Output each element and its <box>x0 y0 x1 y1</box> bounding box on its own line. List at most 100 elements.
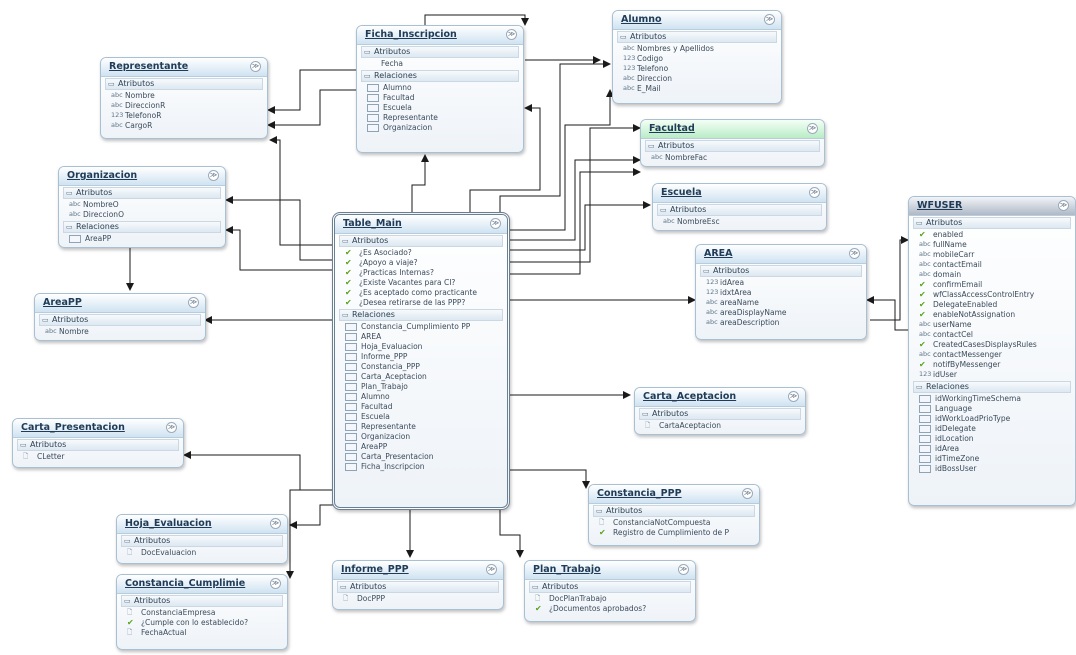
section-header[interactable]: ▭Atributos <box>121 535 283 547</box>
property-row[interactable]: Constancia_PPP <box>345 362 507 372</box>
property-row[interactable]: Informe_PPP <box>345 352 507 362</box>
entity-hoja[interactable]: Hoja_Evaluacion≫▭Atributos🗋DocEvaluacion <box>116 514 288 564</box>
section-collapse-icon[interactable]: ▭ <box>364 72 371 80</box>
property-row[interactable]: 🗋ConstanciaEmpresa <box>127 608 287 618</box>
entity-constppp[interactable]: Constancia_PPP≫▭Atributos🗋ConstanciaNotC… <box>588 484 760 546</box>
property-row[interactable]: Carta_Presentacion <box>345 452 507 462</box>
property-row[interactable]: idLocation <box>919 434 1075 444</box>
property-row[interactable]: Carta_Aceptacion <box>345 372 507 382</box>
collapse-toggle-icon[interactable]: ≫ <box>807 123 818 134</box>
property-row[interactable]: Ficha_Inscripcion <box>345 462 507 472</box>
property-row[interactable]: 🗋CartaAceptacion <box>645 421 805 431</box>
section-collapse-icon[interactable]: ▭ <box>124 537 131 545</box>
property-row[interactable]: ✔¿Apoyo a viaje? <box>345 258 507 268</box>
relationship-connector[interactable] <box>510 168 641 275</box>
section-header[interactable]: ▭Atributos <box>121 595 283 607</box>
collapse-toggle-icon[interactable]: ≫ <box>270 578 281 589</box>
section-collapse-icon[interactable]: ▭ <box>532 583 539 591</box>
section-collapse-icon[interactable]: ▭ <box>66 223 73 231</box>
property-row[interactable]: Organizacion <box>367 123 523 133</box>
section-collapse-icon[interactable]: ▭ <box>124 597 131 605</box>
property-row[interactable]: AreaPP <box>69 234 225 244</box>
collapse-toggle-icon[interactable]: ≫ <box>208 170 219 181</box>
entity-tablemain[interactable]: Table_Main≫▭Atributos✔¿Es Asociado?✔¿Apo… <box>332 212 510 510</box>
section-collapse-icon[interactable]: ▭ <box>364 48 371 56</box>
property-row[interactable]: Organizacion <box>345 432 507 442</box>
collapse-toggle-icon[interactable]: ≫ <box>490 218 501 229</box>
entity-header[interactable]: WFUSER≫ <box>909 197 1075 216</box>
collapse-toggle-icon[interactable]: ≫ <box>788 391 799 402</box>
section-header[interactable]: ▭Atributos <box>105 78 263 90</box>
property-row[interactable]: ✔¿Existe Vacantes para CI? <box>345 278 507 288</box>
entity-header[interactable]: Constancia_Cumplimie≫ <box>117 575 287 594</box>
section-collapse-icon[interactable]: ▭ <box>42 316 49 324</box>
section-header[interactable]: ▭Atributos <box>339 235 503 247</box>
property-row[interactable]: ✔wfClassAccessControlEntry <box>919 290 1075 300</box>
property-row[interactable]: 🗋ConstanciaNotCompuesta <box>599 518 759 528</box>
property-row[interactable]: ✔enableNotAssignation <box>919 310 1075 320</box>
entity-header[interactable]: Carta_Aceptacion≫ <box>635 388 805 407</box>
property-row[interactable]: Facultad <box>345 402 507 412</box>
entity-header[interactable]: Table_Main≫ <box>335 215 507 234</box>
section-collapse-icon[interactable]: ▭ <box>342 237 349 245</box>
entity-informe[interactable]: Informe_PPP≫▭Atributos🗋DocPPP <box>332 560 504 610</box>
property-row[interactable]: 🗋DocPlanTrabajo <box>535 594 695 604</box>
section-collapse-icon[interactable]: ▭ <box>20 441 27 449</box>
section-header[interactable]: ▭Relaciones <box>339 309 503 321</box>
entity-header[interactable]: Constancia_PPP≫ <box>589 485 759 504</box>
property-row[interactable]: 🗋DocEvaluacion <box>127 548 287 558</box>
entity-header[interactable]: AreaPP≫ <box>35 294 205 313</box>
section-header[interactable]: ▭Atributos <box>657 204 822 216</box>
property-row[interactable]: idWorkingTimeSchema <box>919 394 1075 404</box>
collapse-toggle-icon[interactable]: ≫ <box>166 422 177 433</box>
collapse-toggle-icon[interactable]: ≫ <box>250 61 261 72</box>
relationship-connector[interactable] <box>499 60 611 212</box>
collapse-toggle-icon[interactable]: ≫ <box>270 518 281 529</box>
property-row[interactable]: Escuela <box>345 412 507 422</box>
entity-header[interactable]: Escuela≫ <box>653 184 826 203</box>
collapse-toggle-icon[interactable]: ≫ <box>742 488 753 499</box>
property-row[interactable]: ✔¿Desea retirarse de las PPP? <box>345 298 507 308</box>
relationship-connector[interactable] <box>424 14 529 26</box>
property-row[interactable]: Plan_Trabajo <box>345 382 507 392</box>
section-header[interactable]: ▭Atributos <box>617 31 777 43</box>
property-row[interactable]: ✔¿Es aceptado como practicante <box>345 288 507 298</box>
entity-header[interactable]: Hoja_Evaluacion≫ <box>117 515 287 534</box>
property-row[interactable]: Facultad <box>367 93 523 103</box>
collapse-toggle-icon[interactable]: ≫ <box>506 29 517 40</box>
collapse-toggle-icon[interactable]: ≫ <box>764 14 775 25</box>
relationship-connector[interactable] <box>225 196 332 261</box>
section-collapse-icon[interactable]: ▭ <box>916 219 923 227</box>
relationship-connector[interactable] <box>411 154 429 212</box>
property-row[interactable]: Alumno <box>345 392 507 402</box>
collapse-toggle-icon[interactable]: ≫ <box>188 297 199 308</box>
section-header[interactable]: ▭Atributos <box>700 265 862 277</box>
relationship-connector[interactable] <box>269 136 332 246</box>
section-header[interactable]: ▭Atributos <box>17 439 179 451</box>
property-row[interactable]: Hoja_Evaluacion <box>345 342 507 352</box>
relationship-connector[interactable] <box>289 504 340 529</box>
property-row[interactable]: ✔confirmEmail <box>919 280 1075 290</box>
